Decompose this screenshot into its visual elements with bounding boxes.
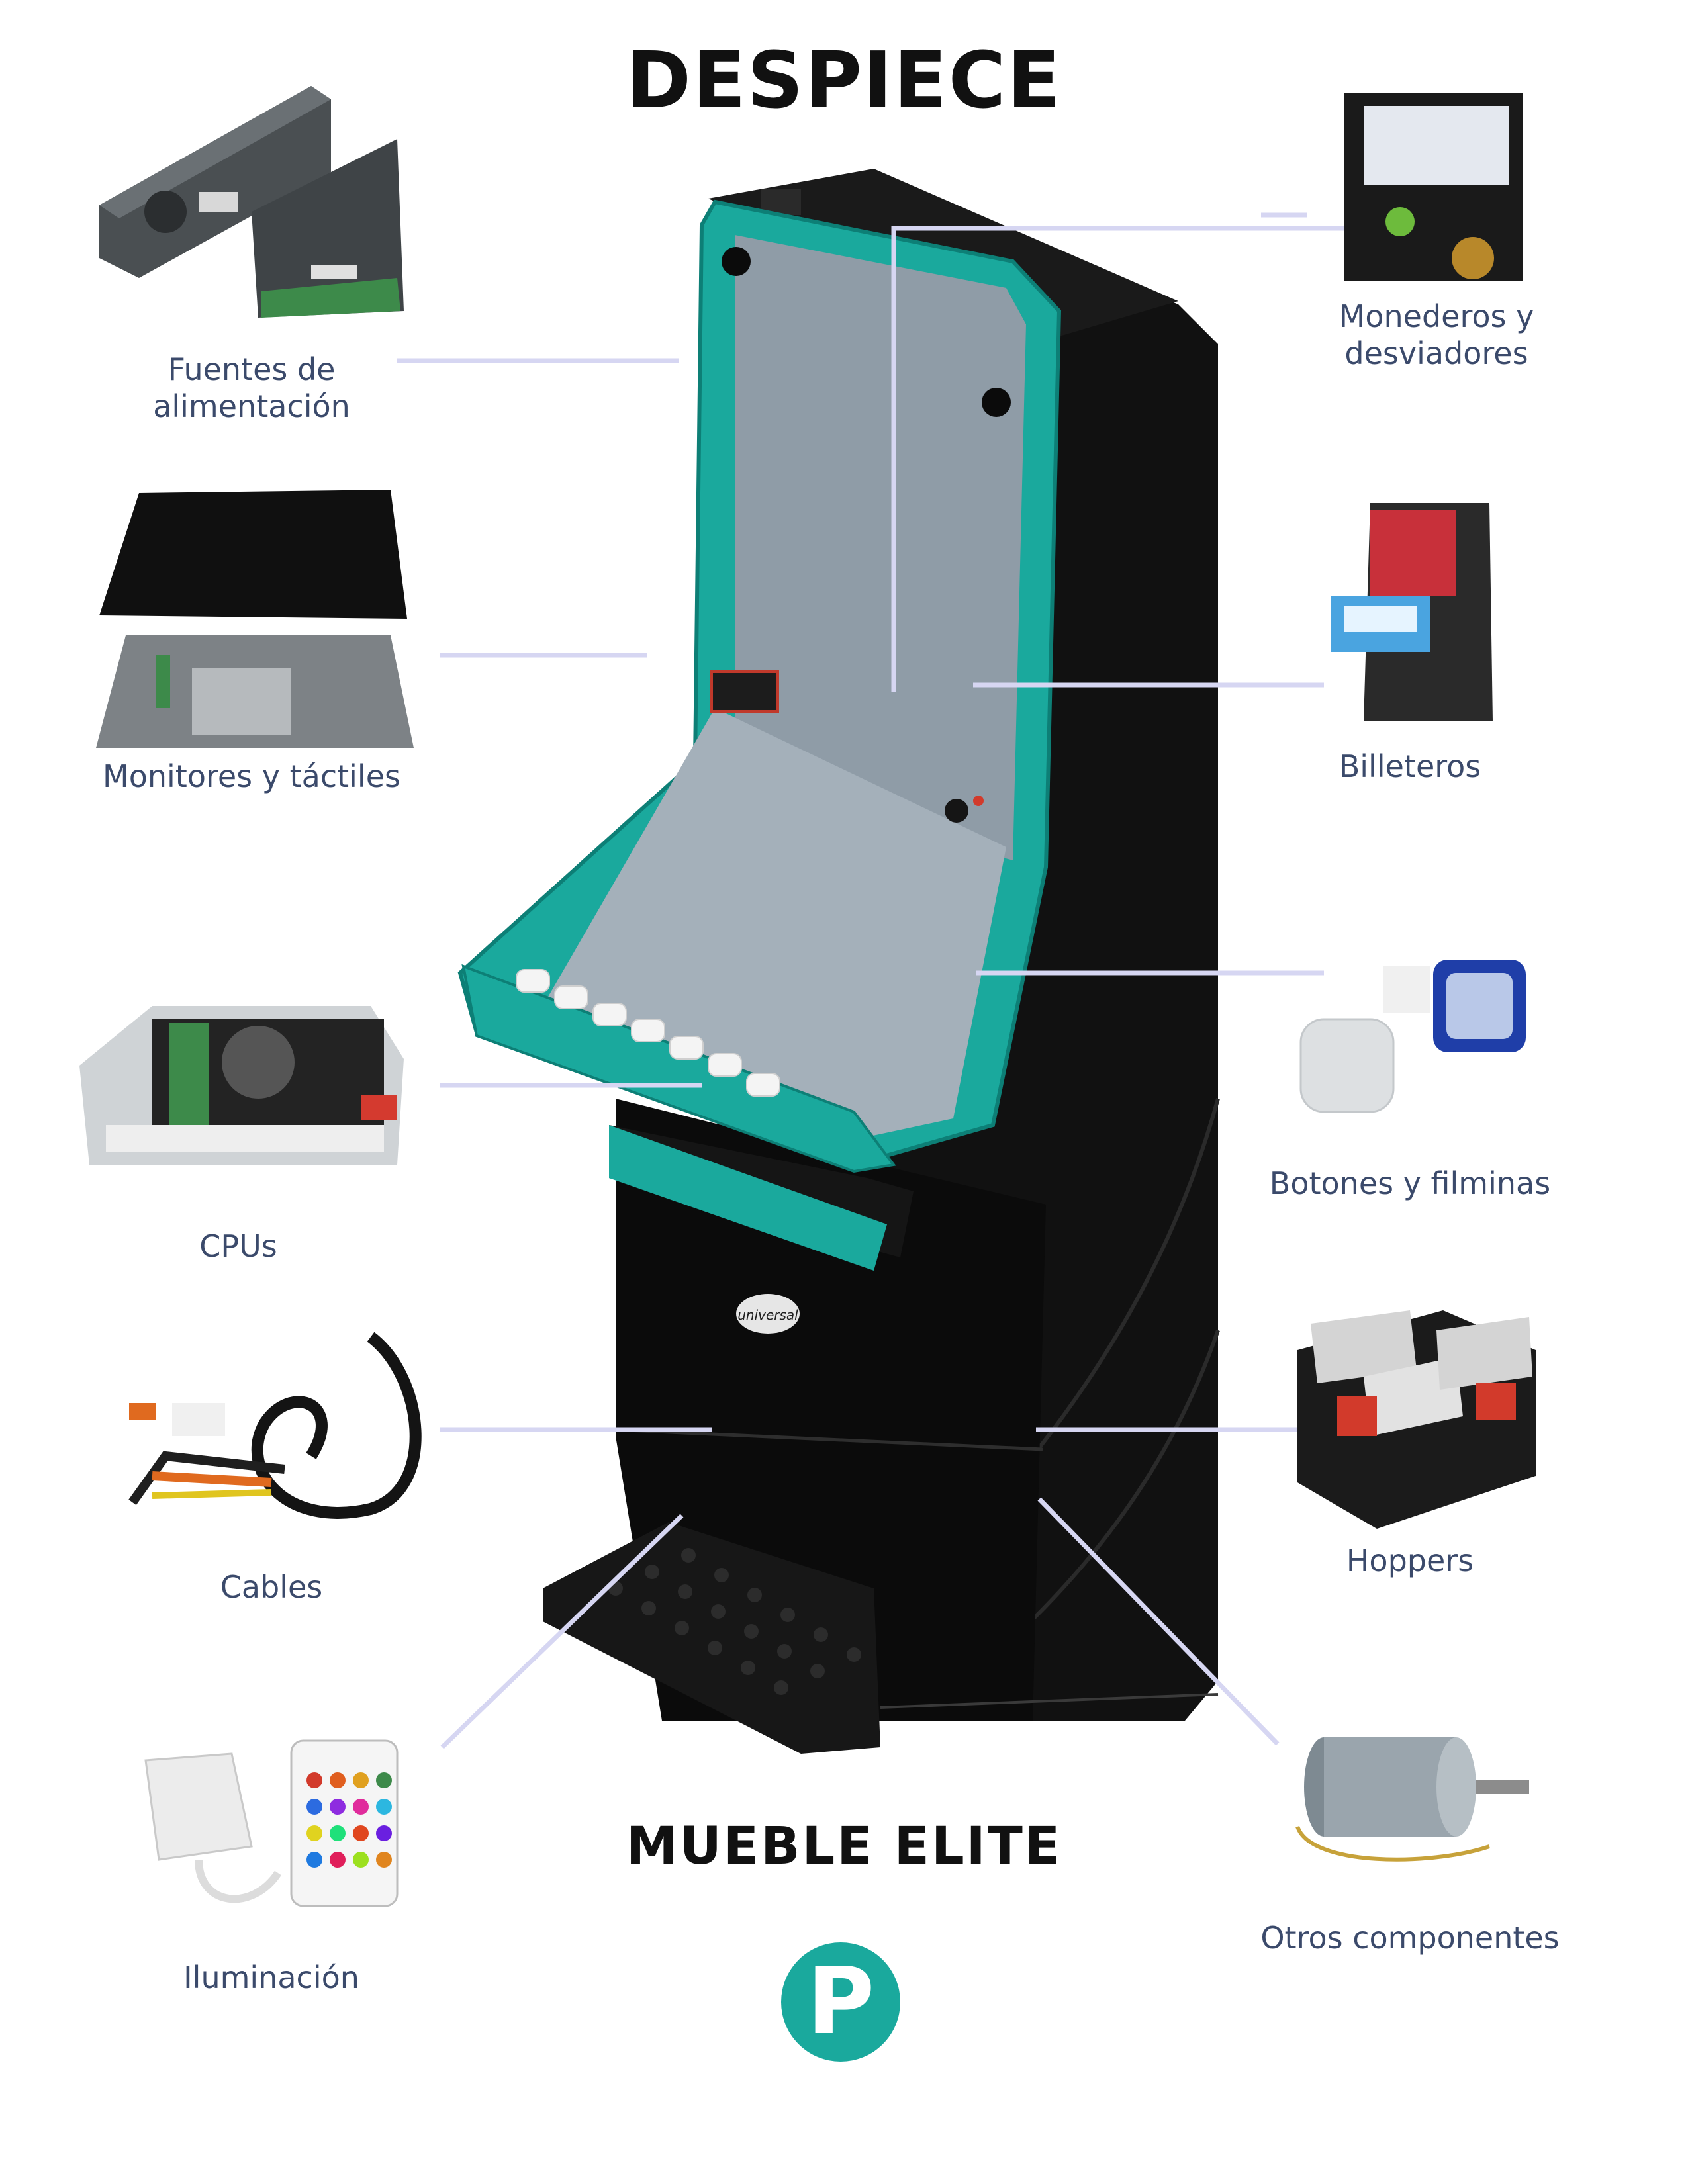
slot-cabinet: universal [457, 169, 1220, 1754]
brand-logo: P [781, 1942, 900, 2062]
cabinet-model-title: MUEBLE ELITE [626, 1817, 1062, 1876]
component-label-cpus: CPUs [199, 1228, 277, 1264]
page-title: DESPIECE [626, 34, 1062, 126]
component-label-other-components: Otros componentes [1260, 1920, 1560, 1956]
coin-validator-icon [1344, 93, 1523, 281]
component-label-coin-validators: Monederos y desviadores [1338, 298, 1534, 371]
component-label-cables: Cables [220, 1569, 323, 1605]
brand-logo-letter: P [806, 1948, 875, 2056]
component-label-bill-acceptors: Billeteros [1338, 749, 1481, 784]
push-button-icon [1299, 960, 1526, 1113]
leader-lines [397, 212, 1354, 1749]
cabinet-brand-badge: universal [737, 1307, 798, 1323]
motor-icon [1295, 1737, 1529, 1862]
hopper-icon [1297, 1310, 1536, 1529]
component-label-power-supplies: Fuentes de alimentación [153, 351, 350, 424]
component-label-hoppers: Hoppers [1346, 1543, 1474, 1578]
led-remote-icon [144, 1739, 399, 1907]
cpu-icon [79, 1006, 404, 1165]
component-label-monitors: Monitores y táctiles [103, 758, 400, 794]
cable-icon [128, 1332, 422, 1519]
monitor-icon [96, 490, 414, 748]
component-label-lighting: Iluminación [183, 1960, 359, 1995]
bill-acceptor-icon [1331, 503, 1493, 721]
power-supply-icon [99, 86, 404, 318]
component-label-buttons: Botones y filminas [1269, 1165, 1551, 1201]
